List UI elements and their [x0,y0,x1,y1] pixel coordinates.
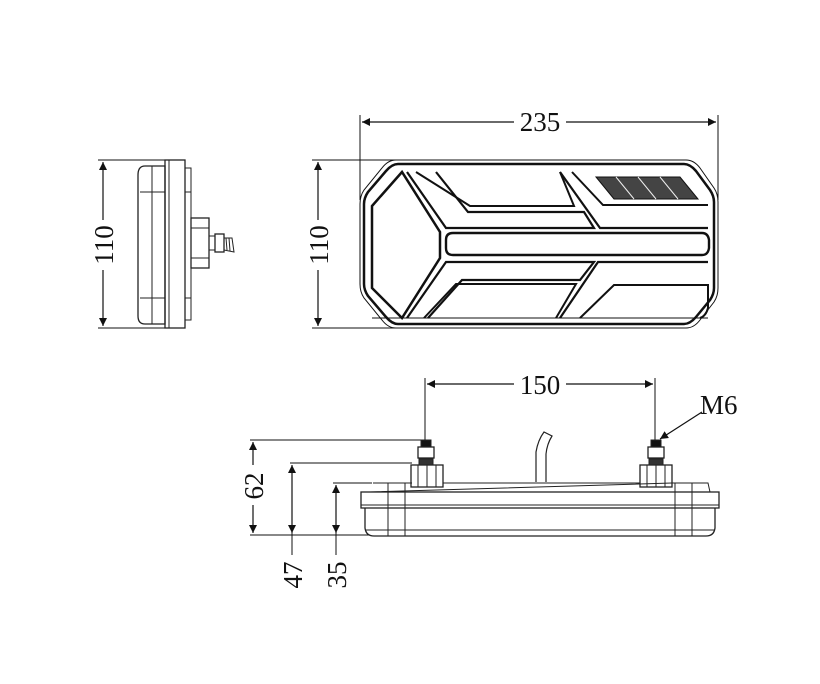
side-view: 110 [89,159,235,329]
thread-leader-line [659,411,703,440]
reflector-grid [594,176,700,200]
bolt-spacing-label: 150 [520,370,561,400]
front-width-label: 235 [520,107,561,137]
total-depth-label: 62 [239,473,269,500]
bottom-view-body [360,431,720,537]
bottom-view: 150 M6 62 47 35 [239,370,738,589]
boss-depth-label: 47 [278,562,308,589]
front-height-label: 110 [304,225,334,265]
side-height-label: 110 [89,225,119,265]
side-view-body [137,159,235,329]
lamp-lens-outline [359,159,719,329]
thread-label: M6 [700,390,738,420]
front-view: 235 110 [304,106,719,329]
body-depth-label: 35 [322,562,352,589]
